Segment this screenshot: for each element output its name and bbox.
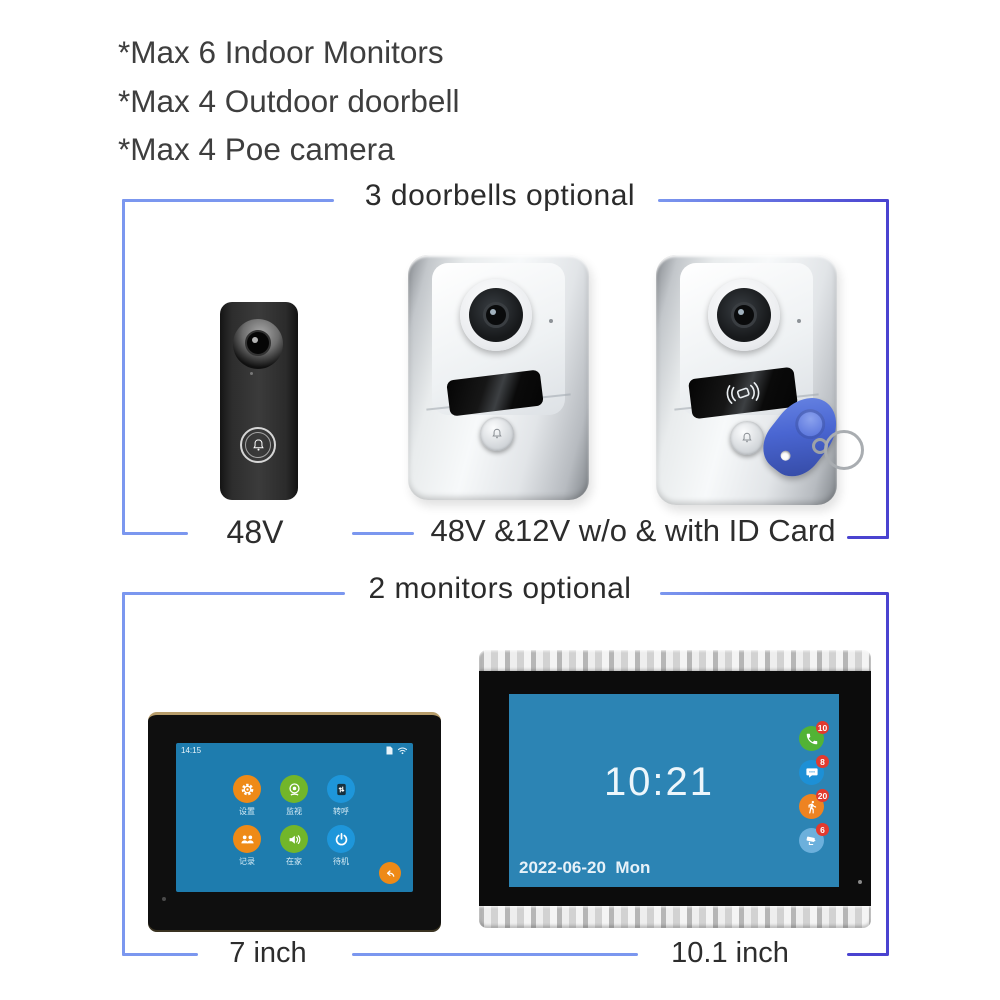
calls-shortcut: 10 [799,721,829,751]
people-icon [240,835,254,843]
doorbell-button [480,417,514,451]
spec-notes: *Max 6 Indoor Monitors *Max 4 Outdoor do… [118,28,459,174]
monitor-7inch-screen: 14:15 设置 监视 转呼 记录 [176,743,413,892]
bracket-line [352,953,638,956]
transfer-icon [336,783,346,795]
cctv-shortcut: 6 [799,823,829,853]
camera-lens-icon [245,330,271,356]
doorbell-button [730,421,764,455]
gear-icon [241,783,253,795]
spec-note-poe-camera: *Max 4 Poe camera [118,131,395,167]
doorbell-section-title: 3 doorbells optional [364,179,636,212]
monitor-10inch-label: 10.1 inch [671,937,789,969]
bracket-line [886,199,889,539]
bracket-line [122,592,125,956]
cctv-badge: 6 [816,823,829,836]
settings-app [233,775,261,803]
home-mode-app [280,825,308,853]
bracket-line [886,592,889,956]
messages-badge: 8 [816,755,829,768]
back-button [379,862,401,884]
records-app [233,825,261,853]
bracket-line [122,592,345,595]
bracket-line [122,953,198,956]
bracket-line [122,199,334,202]
camera-icon [288,782,300,796]
monitor-7inch-photo: 14:15 设置 监视 转呼 记录 [148,712,441,932]
bracket-line [122,532,188,535]
bracket-line [847,536,889,539]
back-arrow-icon [386,869,394,877]
bell-icon [245,432,271,458]
doorbell-voltage-label: 48V &12V w/o & with ID Card [430,513,836,548]
doorbell-silver-photo [408,255,589,500]
camera-lens-icon [731,302,757,328]
doorbell-48v-label: 48V [226,514,284,550]
transfer-call-app [327,775,355,803]
monitor-10inch-screen: 10:21 2022-06-20 Mon 10 8 20 6 [509,694,839,887]
rfid-reader-window [687,366,799,420]
mic-dot [250,372,253,375]
app-label: 在家 [286,857,302,866]
bracket-line [122,199,125,535]
app-label: 待机 [333,857,349,866]
keyring-icon [824,430,864,470]
clock-date: 2022-06-20 Mon [519,858,651,877]
app-label: 记录 [239,857,255,866]
chat-icon [805,767,818,778]
bracket-line [352,532,414,535]
messages-shortcut: 8 [799,755,829,785]
speaker-icon [289,834,300,844]
phone-icon [806,733,817,744]
sd-card-icon [386,746,393,755]
bracket-line [847,953,888,956]
motion-icon [808,800,816,813]
calls-badge: 10 [816,721,829,734]
brushed-metal-trim [479,906,871,928]
monitor-section-title: 2 monitors optional [368,572,632,605]
mic-dot [549,319,553,323]
doorbell-button [240,427,276,463]
bracket-line [658,199,888,202]
power-led [162,897,166,901]
app-label: 监视 [286,807,302,816]
monitor-7inch-label: 7 inch [229,937,307,969]
motion-shortcut: 20 [799,789,829,819]
mic-dot [797,319,801,323]
contactless-card-icon [726,382,760,404]
standby-app [327,825,355,853]
status-time: 14:15 [181,746,202,755]
app-label: 设置 [239,807,255,816]
monitor-app [280,775,308,803]
motion-badge: 20 [816,789,829,802]
spec-note-outdoor-doorbell: *Max 4 Outdoor doorbell [118,82,460,119]
wifi-icon [397,747,408,755]
power-led [858,880,862,884]
doorbell-48v-photo [220,302,298,500]
keyfob-hole [778,448,793,463]
clock-time: 10:21 [603,760,715,804]
brushed-metal-trim [479,650,871,672]
power-icon [335,832,347,845]
cctv-camera-icon [806,836,815,845]
camera-lens-icon [483,302,509,328]
bracket-line [660,592,888,595]
app-label: 转呼 [333,807,349,816]
spec-note-indoor-monitors: *Max 6 Indoor Monitors [118,34,444,70]
